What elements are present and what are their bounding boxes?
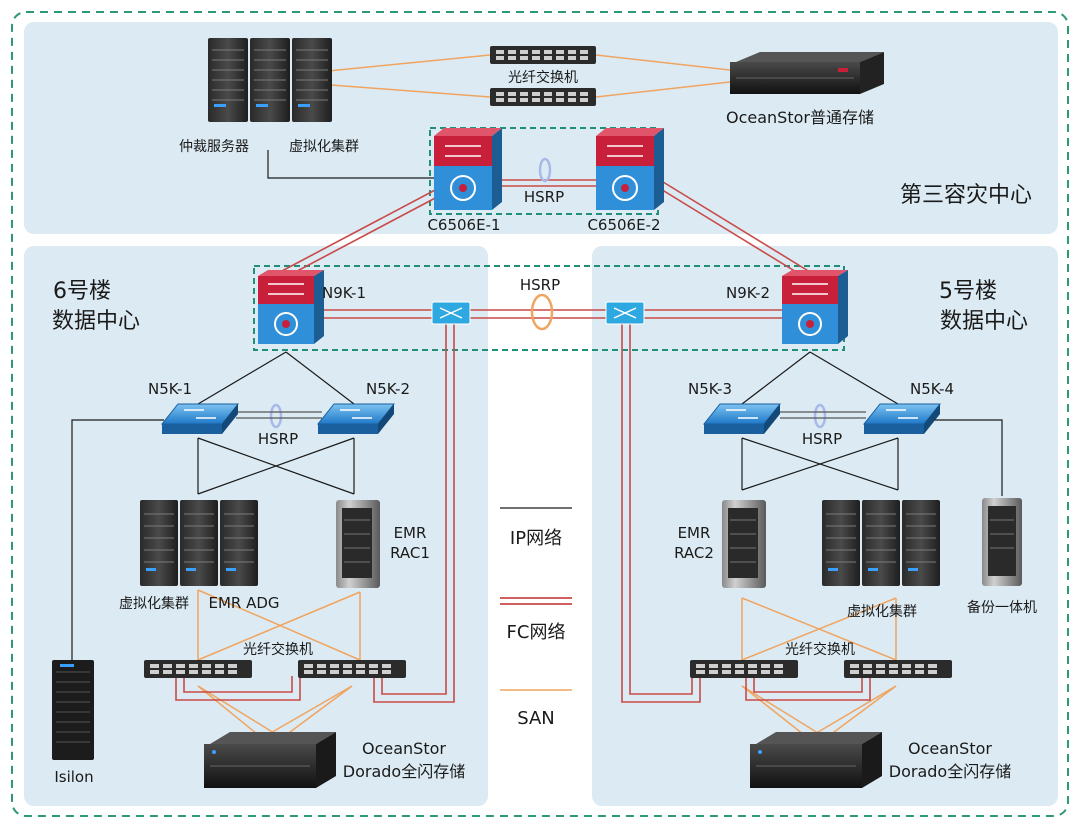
emr-rac1-tower (336, 500, 380, 588)
hsrp-core-ring (538, 157, 552, 183)
top-fc-switch-1 (490, 46, 596, 64)
hsrp-n5k-left-ring (269, 403, 283, 429)
isilon-label: Isilon (54, 768, 93, 786)
legend-ip-label: IP网络 (510, 528, 562, 549)
core-switch-2 (596, 128, 664, 210)
left-fc-switch-2 (298, 660, 406, 678)
n5k-3-switch (702, 403, 782, 434)
left-dorado-storage (204, 732, 336, 788)
core2-label: C6506E-2 (587, 216, 660, 234)
backup-label: 备份一体机 (967, 599, 1037, 616)
left-fc-switch-1 (144, 660, 252, 678)
n5k3-label: N5K-3 (688, 380, 732, 398)
emr-adg-label: EMR ADG (208, 594, 279, 612)
n5k-hsrp-links (236, 411, 866, 419)
bldg6-title-line1: 6号楼 (53, 279, 111, 304)
oceanstor-normal-label: OceanStor普通存储 (726, 108, 874, 127)
right-hsrp-label: HSRP (802, 430, 842, 448)
left-virtual-cluster-label: 虚拟化集群 (119, 595, 189, 612)
n5k-4-switch (862, 403, 942, 434)
n9k-1-switch (258, 270, 324, 344)
right-fc-switch-1 (690, 660, 798, 678)
backup-appliance (982, 498, 1022, 586)
n5k4-label: N5K-4 (910, 380, 954, 398)
right-storage-label-1: OceanStor (908, 739, 992, 758)
emr-rac2-tower (722, 500, 766, 588)
n5k2-label: N5K-2 (366, 380, 410, 398)
n5k1-label: N5K-1 (148, 380, 192, 398)
arbitration-server-rack (208, 38, 332, 122)
left-storage-label-2: Dorado全闪存储 (343, 762, 465, 781)
hsrp-n5k-right-ring (813, 403, 827, 429)
left-storage-label-1: OceanStor (362, 739, 446, 758)
top-fc-switch-2 (490, 88, 596, 106)
emr-rac1-label-1: EMR (394, 524, 427, 542)
n5k-2-switch (316, 403, 396, 434)
n9k-2-switch (782, 270, 848, 344)
third-dc-title: 第三容灾中心 (900, 183, 1032, 208)
ip-lines (71, 150, 1003, 660)
top-fc-switch-label: 光纤交换机 (508, 69, 578, 86)
bldg6-title-line2: 数据中心 (52, 309, 140, 334)
right-dorado-storage (750, 732, 882, 788)
right-storage-label-2: Dorado全闪存储 (889, 762, 1011, 781)
left-hsrp-label: HSRP (258, 430, 298, 448)
emr-rac2-label-2: RAC2 (674, 544, 714, 562)
right-virtual-cluster-label: 虚拟化集群 (847, 603, 917, 620)
right-server-racks (822, 500, 940, 586)
top-virtual-cluster-label: 虚拟化集群 (289, 138, 359, 155)
right-fc-switch-label: 光纤交换机 (785, 641, 855, 658)
fc-module-right (605, 301, 645, 325)
isilon-storage (52, 660, 94, 760)
san-lines (197, 54, 897, 739)
hsrp-n9k-ring (530, 293, 554, 331)
bldg5-title-line1: 5号楼 (939, 279, 997, 304)
core1-label: C6506E-1 (427, 216, 500, 234)
n9k1-label: N9K-1 (322, 284, 366, 302)
emr-rac1-label-2: RAC1 (390, 544, 430, 562)
core-switch-1 (434, 128, 502, 210)
bldg5-title-line2: 数据中心 (940, 309, 1028, 334)
arbitration-server-label: 仲裁服务器 (179, 139, 249, 155)
n5k-1-switch (160, 403, 240, 434)
fc-lines (175, 173, 871, 703)
emr-rac2-label-1: EMR (678, 524, 711, 542)
legend-san-label: SAN (517, 708, 555, 729)
left-fc-switch-label: 光纤交换机 (243, 641, 313, 658)
oceanstor-normal-storage (730, 52, 884, 94)
n9k-hsrp-label: HSRP (520, 276, 560, 294)
fc-module-left (431, 301, 471, 325)
right-fc-switch-2 (844, 660, 952, 678)
legend (500, 507, 572, 691)
legend-fc-label: FC网络 (507, 622, 566, 643)
n9k2-label: N9K-2 (726, 284, 770, 302)
left-server-racks (140, 500, 258, 586)
core-hsrp-label: HSRP (524, 188, 564, 206)
